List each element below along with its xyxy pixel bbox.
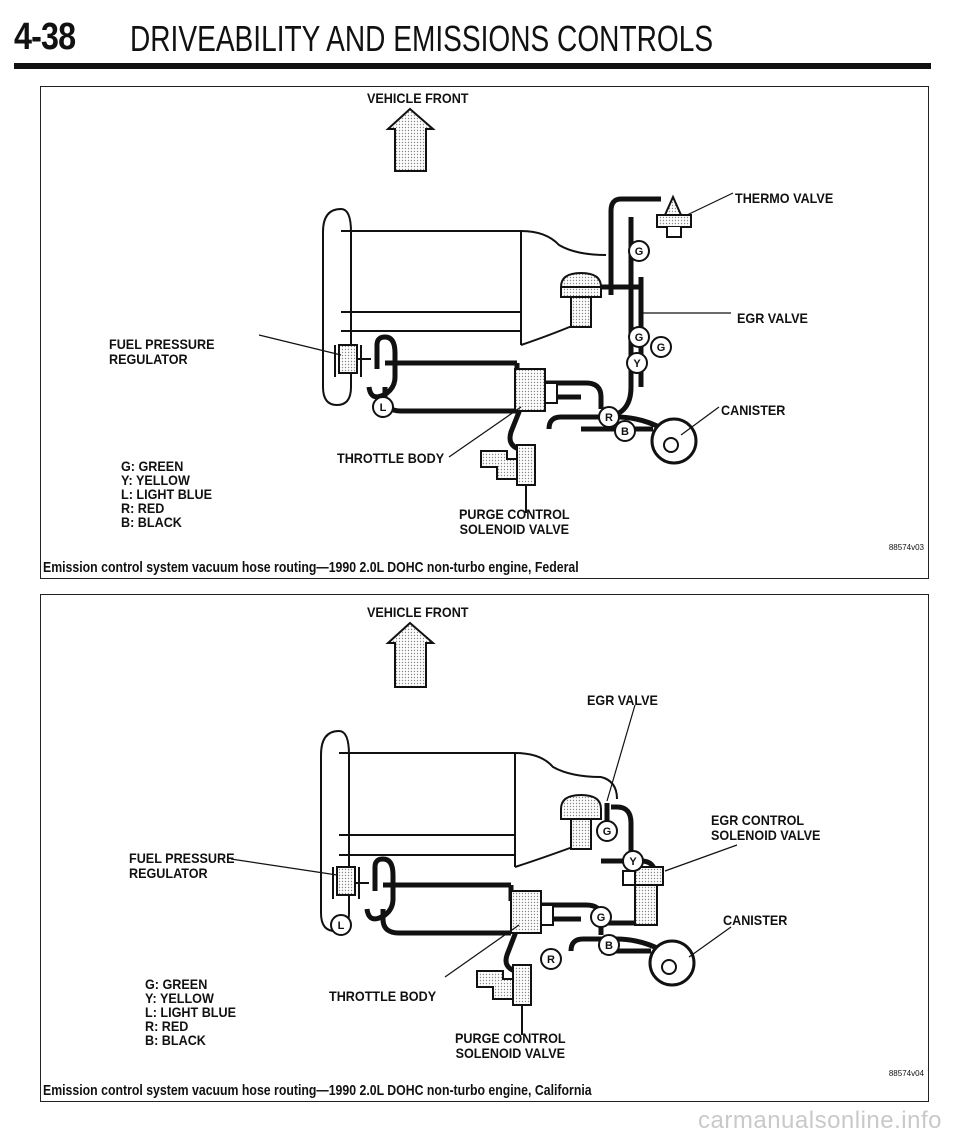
hose-tag-text: L [380, 402, 387, 414]
vehicle-front-label: VEHICLE FRONT [367, 90, 469, 106]
canister [581, 417, 698, 465]
section-number: 4-38 [14, 16, 76, 58]
hose-tag-l [330, 914, 352, 936]
egr-valve-label: EGR VALVE [587, 692, 658, 708]
hose-tag-text: B [605, 940, 613, 952]
throttle-body [514, 368, 558, 412]
thermo-valve [656, 194, 692, 238]
hose-tag-text: Y [633, 358, 641, 370]
throttle-body [510, 890, 554, 934]
hose-routing-diagram-federal: G G G Y L R B [258, 107, 734, 513]
figure-caption: Emission control system vacuum hose rout… [43, 1082, 592, 1099]
engine-intake [322, 207, 607, 407]
hose-tag-text: G [635, 246, 644, 258]
fuel-pressure-regulator [332, 866, 360, 899]
egr-valve [560, 271, 602, 328]
figure-california: G Y G L B R VEHICLE FRONT EGR VALVE EGR … [40, 594, 929, 1102]
egr-valve-label: EGR VALVE [737, 310, 808, 326]
hose-tag-text: G [635, 332, 644, 344]
hose-tag-text: G [597, 912, 606, 924]
hose-tag-l [372, 396, 394, 418]
header-rule [14, 63, 931, 69]
page-title: DRIVEABILITY AND EMISSIONS CONTROLS [130, 18, 714, 59]
fuel-pressure-regulator [334, 344, 362, 377]
figure-code: 88574v03 [888, 543, 924, 552]
color-legend: G: GREEN Y: YELLOW L: LIGHT BLUE R: RED … [121, 458, 212, 530]
hose-tag-g1 [628, 240, 650, 262]
fuel-pressure-regulator-label: FUEL PRESSURE REGULATOR [129, 850, 235, 881]
hose-tag-text: Y [629, 856, 637, 868]
throttle-body-label: THROTTLE BODY [329, 988, 437, 1004]
hose-tag-b [598, 934, 620, 956]
figure-caption: Emission control system vacuum hose rout… [43, 559, 579, 576]
hose-tag-text: G [657, 342, 666, 354]
purge-control-solenoid-valve [476, 964, 532, 1035]
hose-tags [372, 240, 672, 442]
hose-tag-text: G [603, 826, 612, 838]
canister-label: CANISTER [721, 402, 786, 418]
hose-tag-text: B [621, 426, 629, 438]
vehicle-front-label: VEHICLE FRONT [367, 604, 469, 620]
hose-tag-r [598, 406, 620, 428]
hose-tag-text: R [547, 954, 555, 966]
purge-control-label: PURGE CONTROL SOLENOID VALVE [459, 506, 570, 537]
figure-code: 88574v04 [888, 1069, 924, 1078]
throttle-body-label: THROTTLE BODY [337, 450, 445, 466]
color-legend: G: GREEN Y: YELLOW L: LIGHT BLUE R: RED … [145, 976, 236, 1048]
hose-tag-g2 [590, 906, 612, 928]
egr-control-solenoid-valve-label: EGR CONTROL SOLENOID VALVE [711, 812, 821, 843]
egr-control-solenoid-valve [622, 866, 664, 926]
canister-label: CANISTER [723, 912, 788, 928]
purge-control-solenoid-valve [480, 444, 536, 513]
vehicle-front-arrow-icon [385, 107, 436, 172]
hose-tag-text: L [338, 920, 345, 932]
hose-tag-y [626, 352, 648, 374]
thermo-valve-label: THERMO VALVE [735, 190, 834, 206]
leader-lines [258, 192, 734, 458]
hose-tag-g3 [650, 336, 672, 358]
page-header: 4-38 DRIVEABILITY AND EMISSIONS CONTROLS [14, 14, 934, 66]
fuel-pressure-regulator-label: FUEL PRESSURE REGULATOR [109, 336, 215, 367]
hose-routing-diagram-california: G Y G L B R [230, 621, 738, 1035]
hose-tag-text: R [605, 412, 613, 424]
vehicle-front-arrow-icon [385, 621, 436, 688]
egr-valve [560, 793, 602, 850]
hose-tag-g2 [628, 326, 650, 348]
hose-tag-g1 [596, 820, 618, 842]
hose-tag-r [540, 948, 562, 970]
hose-tag-b [614, 420, 636, 442]
hose-tag-y [622, 850, 644, 872]
purge-control-label: PURGE CONTROL SOLENOID VALVE [455, 1030, 566, 1061]
hose-tags [330, 820, 644, 970]
watermark: carmanualsonline.info [698, 1107, 942, 1134]
figure-federal: G G G Y L R B VEHICLE FRONT THERMO VALVE… [40, 86, 929, 579]
leader-lines [230, 704, 738, 978]
